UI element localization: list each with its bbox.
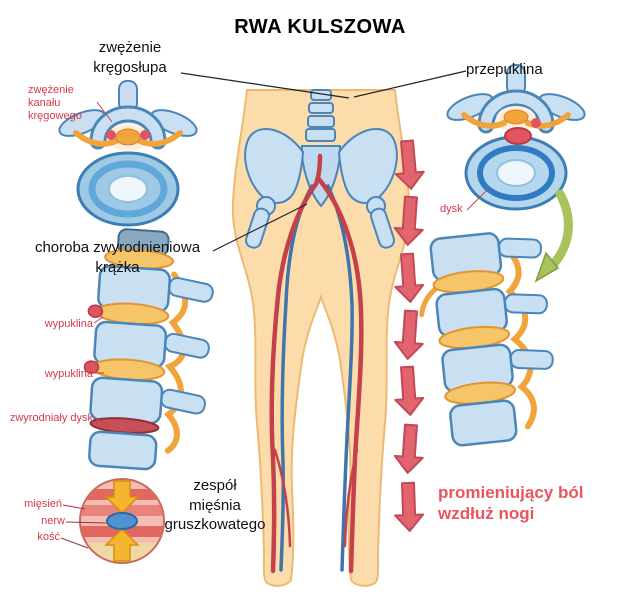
radiating-pain-label: promieniujący ból wzdłuż nogi xyxy=(438,483,584,524)
disc-label: dysk xyxy=(440,203,463,215)
degenerative-spine-illustration xyxy=(83,228,214,471)
bulge-label-2: wypuklina xyxy=(44,368,93,380)
connector-lines xyxy=(60,70,489,549)
bone-label: kość xyxy=(37,531,60,543)
bulge-label-1: wypuklina xyxy=(44,318,93,330)
pain-flow-arrows xyxy=(393,139,425,532)
pelvis-illustration xyxy=(244,89,398,249)
green-arrow xyxy=(534,189,573,283)
hernia-vertebra-illustration xyxy=(446,64,586,211)
piriformis-illustration xyxy=(79,478,165,564)
hernia-label: przepuklina xyxy=(466,61,543,78)
nerve-label: nerw xyxy=(41,515,65,527)
stenosis-vertebra-illustration xyxy=(58,80,198,227)
canal-stenosis-label: zwężenie kanału kręgowego xyxy=(28,84,82,122)
page-title: RWA KULSZOWA xyxy=(234,16,406,38)
degenerative-disc-label: choroba zwyrodnieniowa krążka xyxy=(34,239,201,276)
leg-vessels-illustration xyxy=(269,153,364,574)
muscle-label: mięsień xyxy=(24,498,62,510)
degenerated-disc-label: zwyrodniały dysk xyxy=(9,412,93,424)
right-spine-illustration xyxy=(419,232,554,447)
piriformis-label: zespół mięśnia gruszkowatego xyxy=(164,477,266,533)
stenosis-label: zwężenie kręgosłupa xyxy=(93,39,167,76)
body-lower-illustration xyxy=(231,89,411,587)
